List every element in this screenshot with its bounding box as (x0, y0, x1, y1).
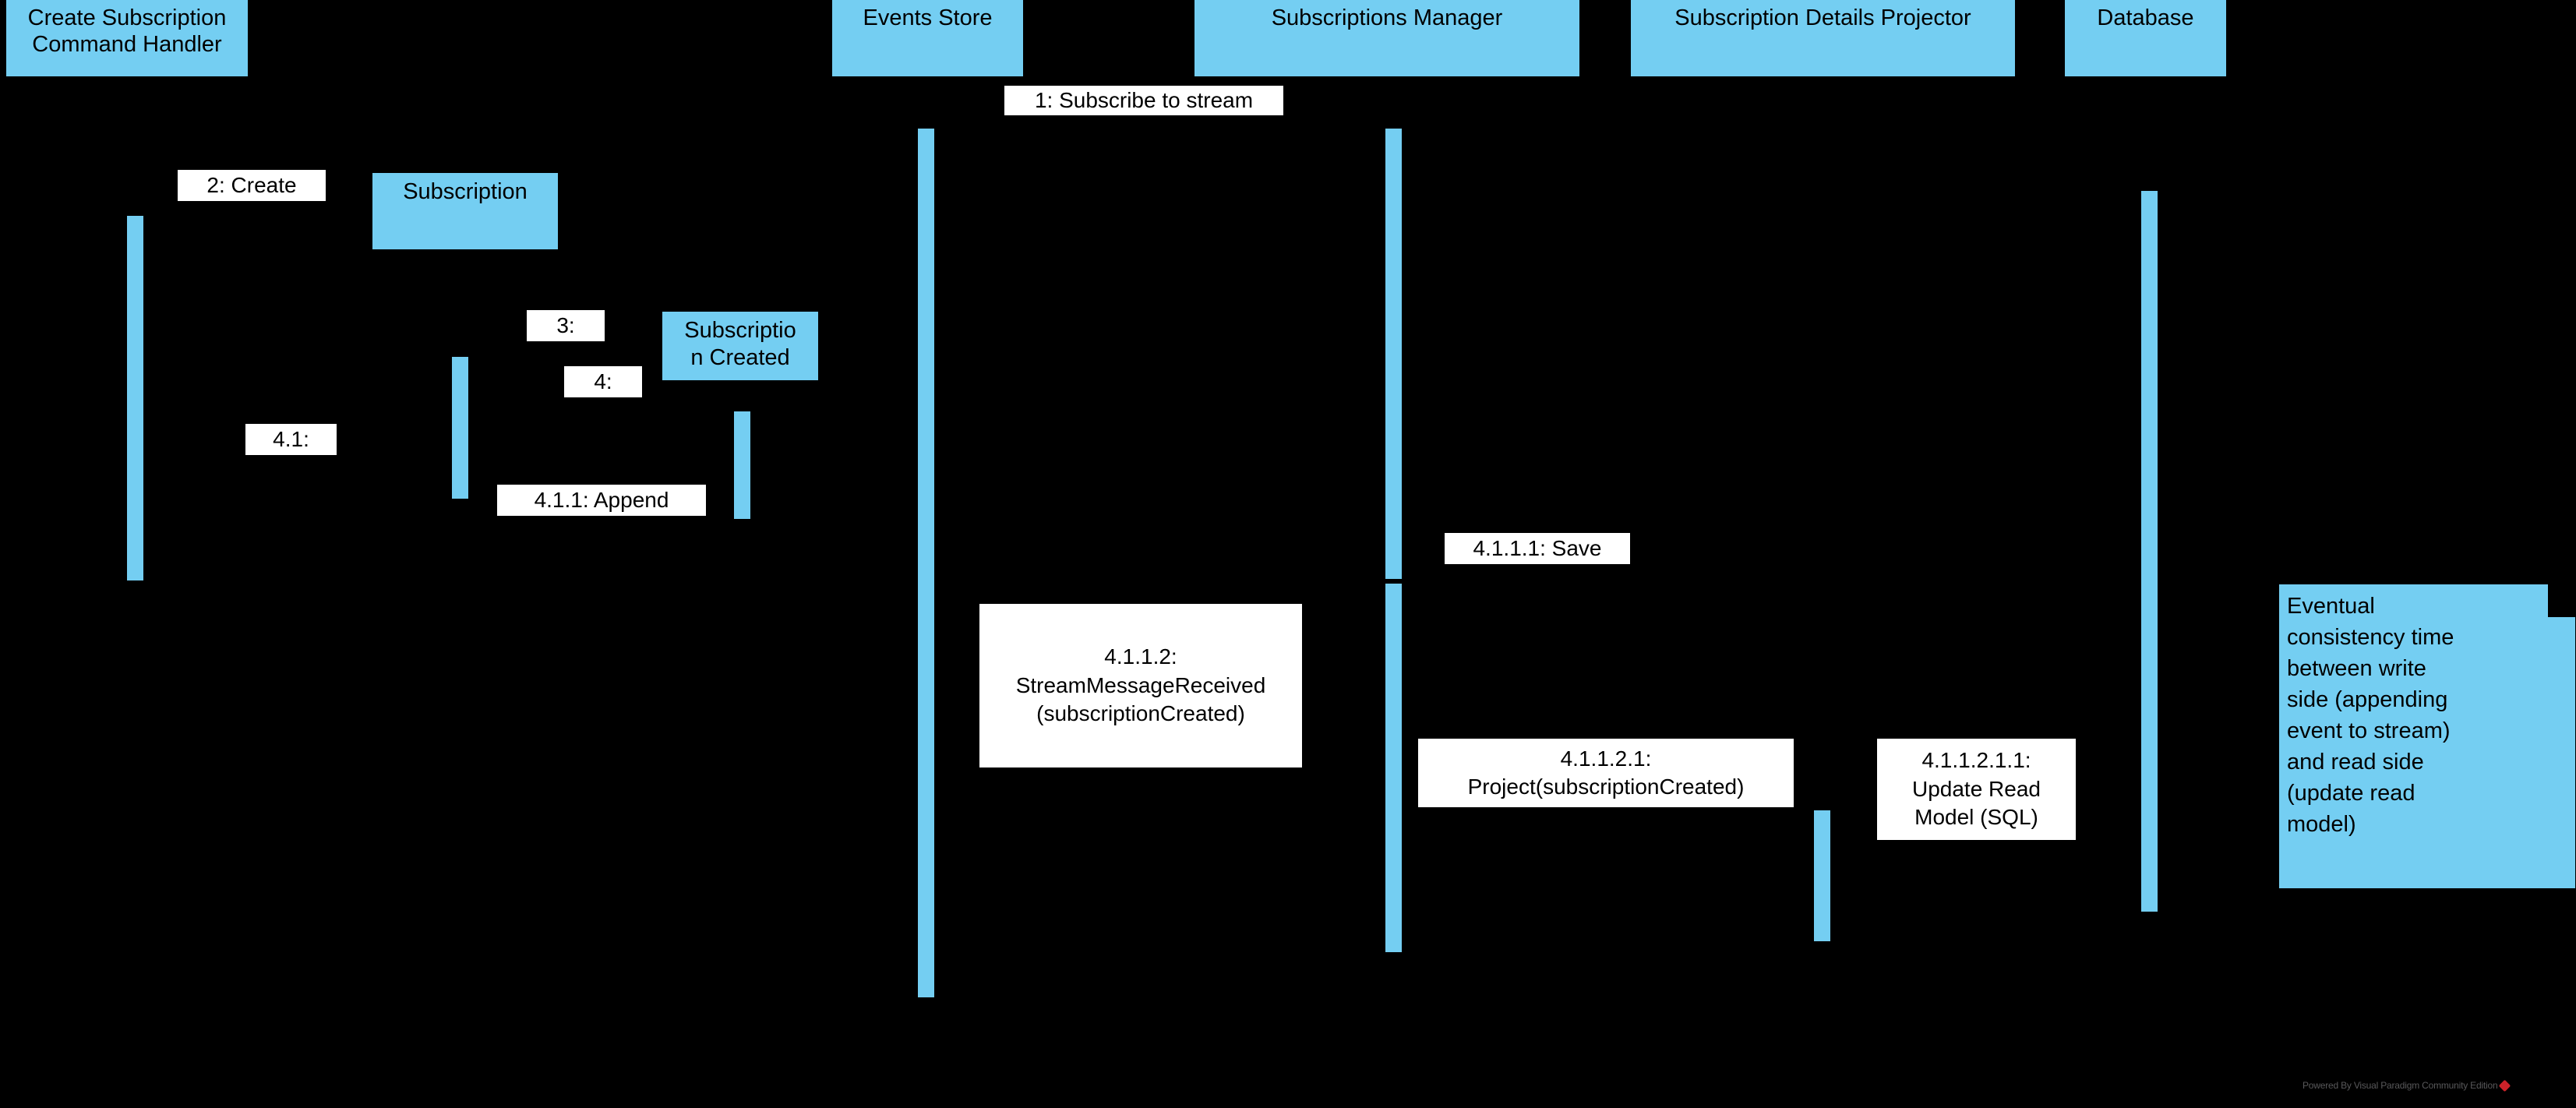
object-box-subscription-created[interactable]: Subscriptio n Created (662, 312, 818, 380)
message-label-4-1-1-2-1-1-update-read-model[interactable]: 4.1.1.2.1.1: Update Read Model (SQL) (1877, 739, 2076, 840)
activation-bar-subscription (452, 357, 468, 499)
message-label-3[interactable]: 3: (527, 310, 605, 341)
activation-bar-subscriptions-manager-lower (1385, 584, 1402, 952)
activation-bar-subscriptions-manager-upper (1385, 129, 1402, 579)
message-label-4-1-1-2-stream-message-received[interactable]: 4.1.1.2: StreamMessageReceived (subscrip… (979, 604, 1302, 767)
message-label-4-1-1-append[interactable]: 4.1.1: Append (497, 485, 706, 516)
message-label-4[interactable]: 4: (564, 366, 642, 397)
message-label-4-1-1-2-1-project[interactable]: 4.1.1.2.1: Project(subscriptionCreated) (1418, 739, 1794, 807)
message-label-2-create[interactable]: 2: Create (178, 170, 326, 201)
note-eventual-consistency[interactable]: Eventual consistency time between write … (2279, 584, 2575, 888)
object-box-subscription[interactable]: Subscription (372, 173, 558, 249)
lifeline-head-database[interactable]: Database (2065, 0, 2226, 76)
activation-bar-events-store (918, 129, 934, 997)
activation-bar-details-projector (1814, 810, 1830, 941)
message-label-1-subscribe-to-stream[interactable]: 1: Subscribe to stream (1004, 86, 1283, 115)
watermark-text: Powered By Visual Paradigm Community Edi… (2303, 1080, 2498, 1091)
activation-bar-database (2141, 191, 2158, 912)
visual-paradigm-logo-icon (2499, 1079, 2511, 1092)
note-fold-corner-icon (2548, 584, 2576, 617)
message-label-4-1-1-1-save[interactable]: 4.1.1.1: Save (1445, 533, 1630, 564)
lifeline-head-subscriptions-manager[interactable]: Subscriptions Manager (1194, 0, 1579, 76)
lifeline-head-details-projector[interactable]: Subscription Details Projector (1631, 0, 2015, 76)
message-label-4-1[interactable]: 4.1: (245, 424, 337, 455)
activation-bar-command-handler (127, 216, 143, 580)
lifeline-head-events-store[interactable]: Events Store (832, 0, 1023, 76)
watermark-visual-paradigm: Powered By Visual Paradigm Community Edi… (2303, 1079, 2511, 1092)
activation-bar-subscription-created (734, 411, 750, 519)
lifeline-head-command-handler[interactable]: Create Subscription Command Handler (6, 0, 248, 76)
